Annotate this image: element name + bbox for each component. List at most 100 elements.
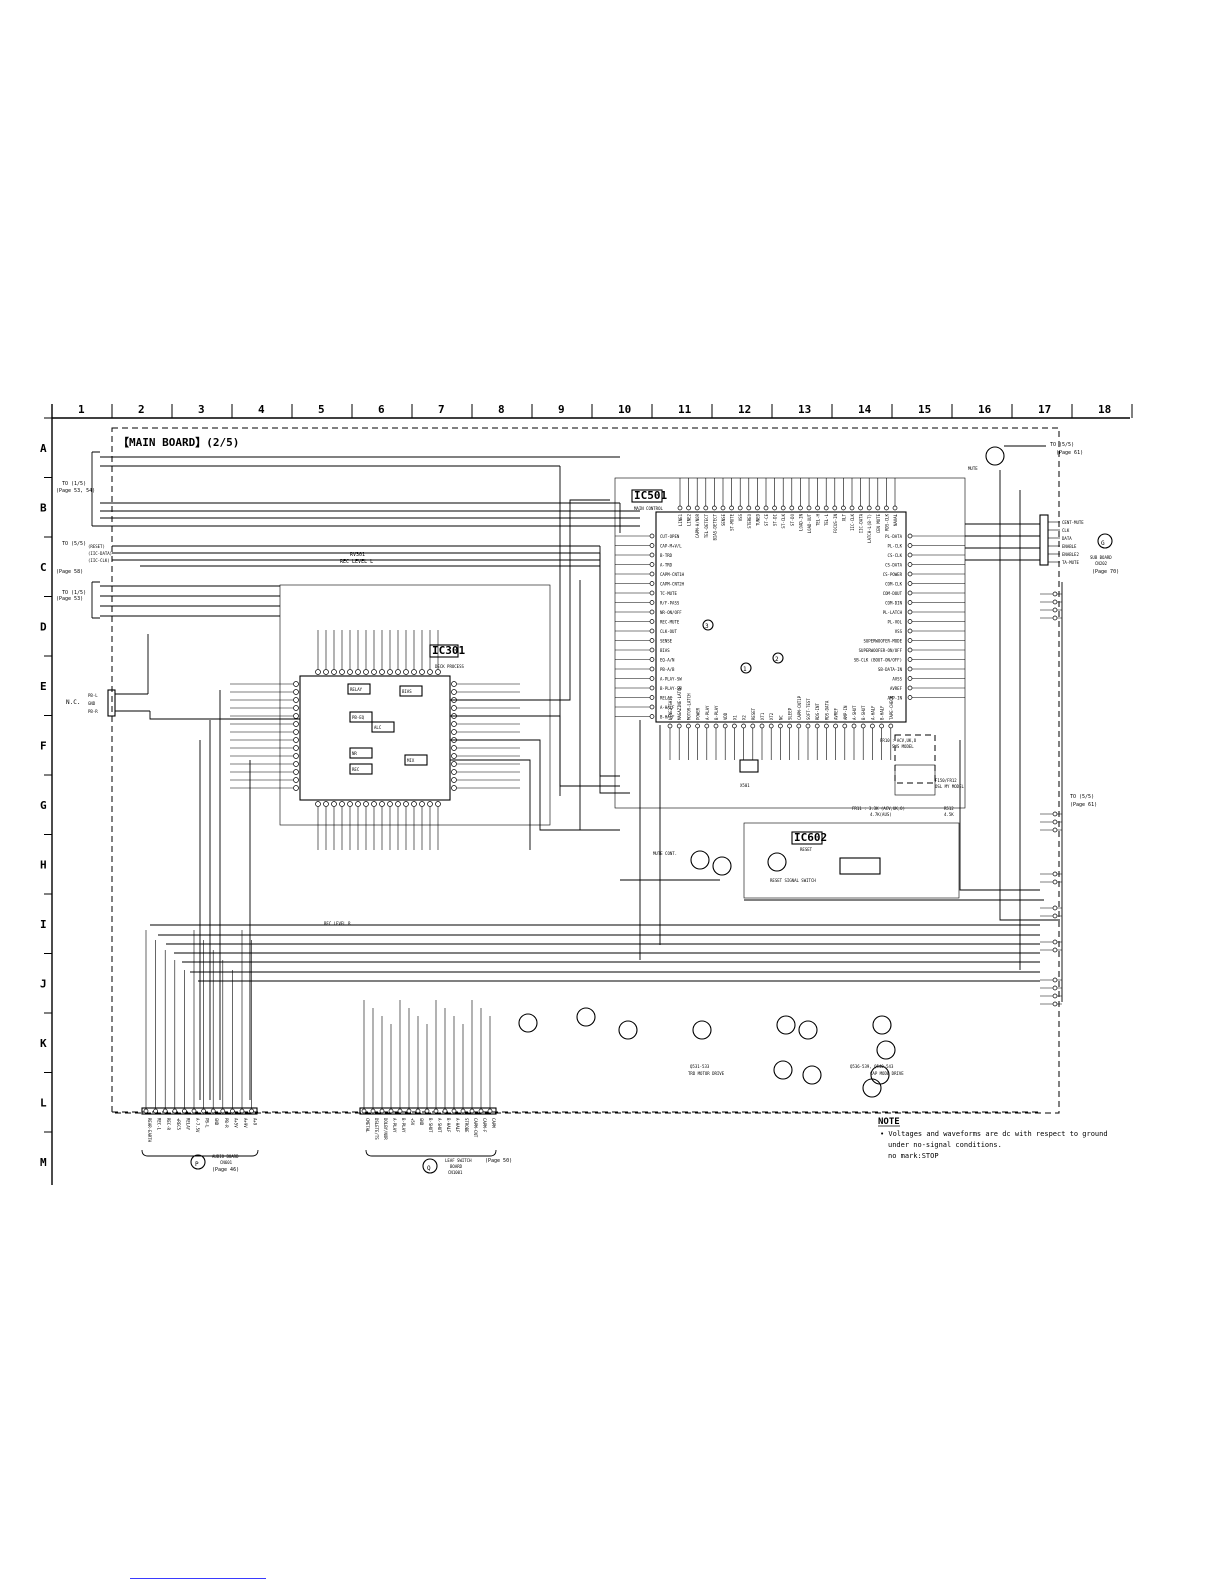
sub-board-label: SUB BOARD xyxy=(1090,555,1112,560)
ic501-pin-top: IIC-CLK xyxy=(850,513,855,530)
leaf-switch-pin: B-PLAY xyxy=(401,1118,406,1133)
audio-board-pin: GND xyxy=(214,1118,219,1126)
ic501-pin-top: LOAD-OUT xyxy=(807,513,812,533)
grid-row-F: F xyxy=(40,739,47,752)
lower-signal-bus xyxy=(150,924,1040,982)
left-ref-b-page: (Page 53, 54) xyxy=(56,488,95,494)
cap-mode-drive-label: CAP MODE DRIVE xyxy=(870,1071,904,1076)
ic501-pin-bottom: B-SHUT xyxy=(861,705,866,720)
grid-col-3: 3 xyxy=(198,403,205,416)
ic501-pin-left: TC-MUTE xyxy=(660,591,677,596)
leaf-switch-pin: A-HALF xyxy=(455,1118,460,1133)
leaf-switch-pin: DOLBY/NOR xyxy=(383,1118,388,1140)
ic501-pin-top: LOAD-IN xyxy=(798,513,803,530)
ic501-right-pins: PL-DATAPL-CLKCS-CLKCS-DATACS-POWERCOM-CL… xyxy=(854,533,965,701)
ic301-body xyxy=(299,675,451,801)
fr-model-b-label: OSL MY MODEL xyxy=(935,784,964,789)
mute-cont-label: MUTE CONT. xyxy=(653,851,677,856)
right-mid-to: TO (5/5) xyxy=(1070,794,1094,800)
left-ref-d-page: (Page 53) xyxy=(56,596,83,602)
ic501-pin-right: CS-POWER xyxy=(883,572,903,577)
ic501-pin-right: CS-DATA xyxy=(885,563,902,568)
ic501-pin-top: IIC-DATA xyxy=(859,513,864,533)
leaf-switch-pin: +5V xyxy=(410,1118,415,1126)
nc-label: N.C. xyxy=(66,699,80,706)
ic501-pin-bottom: SLEEP xyxy=(788,707,793,720)
note-line-2: under no-signal conditions. xyxy=(888,1141,1002,1149)
fr10-label: FR10 : ACV,UK,O xyxy=(880,738,917,743)
pb-r-label: PB-R xyxy=(88,709,98,714)
audio-board-pin: REAR-EARTH xyxy=(147,1118,152,1143)
ic501-pin-right: PL-DATA xyxy=(885,534,902,539)
ic301-block: REC xyxy=(352,767,360,772)
ic602: IC602 RESET xyxy=(743,822,960,899)
ic501-pin-left: PB-A/B xyxy=(660,667,675,672)
sub-board-signal: DATA xyxy=(1062,536,1072,541)
ic501-pin-bottom: B-HALF xyxy=(880,705,885,720)
leaf-switch-pin: B-HALF xyxy=(446,1118,451,1133)
audio-board-pin: REC-L xyxy=(157,1118,162,1131)
audio-board-pin: PB-R xyxy=(224,1118,229,1128)
ic501-pin-top: TUNED xyxy=(755,513,760,526)
left-ref-c-label: TO (5/5) xyxy=(62,541,86,547)
right-mid-page: (Page 61) xyxy=(1070,802,1097,808)
ic501: IC501 MAIN CONTROL CUT-OPENCAP-M+V/LB-TR… xyxy=(614,477,966,809)
r512-label: R512 xyxy=(944,806,954,811)
fr10b-label: SUS MODEL xyxy=(892,744,914,749)
audio-board-marker: P xyxy=(195,1161,199,1168)
ic301-block: ALC xyxy=(374,725,382,730)
ic501-pin-bottom: A-HALF xyxy=(870,705,875,720)
ic501-pin-left: CUT-OPEN xyxy=(660,534,680,539)
ic301-block: BIAS xyxy=(402,689,412,694)
fr11-label: FR11 : 3.3K (ACV,UK,O) xyxy=(852,806,905,811)
ic501-pin-top: TEL-DETECT xyxy=(704,513,709,538)
ic602-label: IC602 xyxy=(794,831,827,844)
grid-col-9: 9 xyxy=(558,403,565,416)
grid-col-5: 5 xyxy=(318,403,325,416)
left-ref-c-sig2: (IIC-DATA) xyxy=(88,551,112,556)
ic501-pin-bottom: RDS-INT xyxy=(815,703,820,720)
grid-col-6: 6 xyxy=(378,403,385,416)
leaf-switch-pin: CAPM xyxy=(491,1118,496,1128)
leaf-switch-pin: CMETAL xyxy=(365,1118,370,1133)
audio-board-pin: A-7.5V xyxy=(195,1118,200,1133)
audio-board-pin: RELAY xyxy=(185,1118,190,1131)
ic501-pin-right: PL-CLK xyxy=(888,544,903,549)
grid-col-1: 1 xyxy=(78,403,85,416)
ic501-pin-left: CAPM-CNT2H xyxy=(660,582,685,587)
ic501-pin-top: NAVAL xyxy=(893,513,898,526)
ic501-body xyxy=(655,511,907,723)
board-title: 【MAIN BOARD】(2/5) xyxy=(118,436,239,449)
leaf-switch-pin: B-SHUT xyxy=(428,1118,433,1133)
trd-motor-drive-label: TRD MOTOR DRIVE xyxy=(688,1071,725,1076)
ic501-pin-left: SENSE xyxy=(660,639,673,644)
audio-board-pin: A+5V xyxy=(233,1118,238,1128)
right-bus: TO (5/5) (Page 61) xyxy=(1040,582,1097,1007)
leaf-switch-pin: GND xyxy=(419,1118,424,1126)
leaf-switch-board: BOARD xyxy=(450,1164,463,1169)
audio-board-cn: CN601 xyxy=(220,1160,233,1165)
grid-row-K: K xyxy=(40,1037,47,1050)
leaf-switch-pin: STROBE xyxy=(464,1118,469,1133)
ic501-pin-bottom: TAPE-CHECK xyxy=(889,695,894,720)
ic301-block: PB-EQ xyxy=(352,715,365,720)
grid-col-12: 12 xyxy=(738,403,751,416)
left-ref-b-label: TO (1/5) xyxy=(62,481,86,487)
waveform-markers: 3 1 2 xyxy=(702,619,784,674)
ic501-pin-bottom: RDS-DATA xyxy=(824,700,829,720)
grid-col-7: 7 xyxy=(438,403,445,416)
grid-row-G: G xyxy=(40,799,47,812)
grid-row-M: M xyxy=(40,1156,47,1169)
grid-col-8: 8 xyxy=(498,403,505,416)
grid-frame xyxy=(51,404,1130,1185)
ic501-pin-left: EQ-A/N xyxy=(660,658,675,663)
ic301-function: DECK PROCESS xyxy=(435,664,464,669)
ic501-pin-bottom: NC xyxy=(778,715,783,720)
ic501-pin-top: XLT xyxy=(841,513,846,521)
audio-board-page: (Page 46) xyxy=(212,1167,239,1173)
mute-label: MUTE xyxy=(968,466,978,471)
grid-col-11: 11 xyxy=(678,403,692,416)
